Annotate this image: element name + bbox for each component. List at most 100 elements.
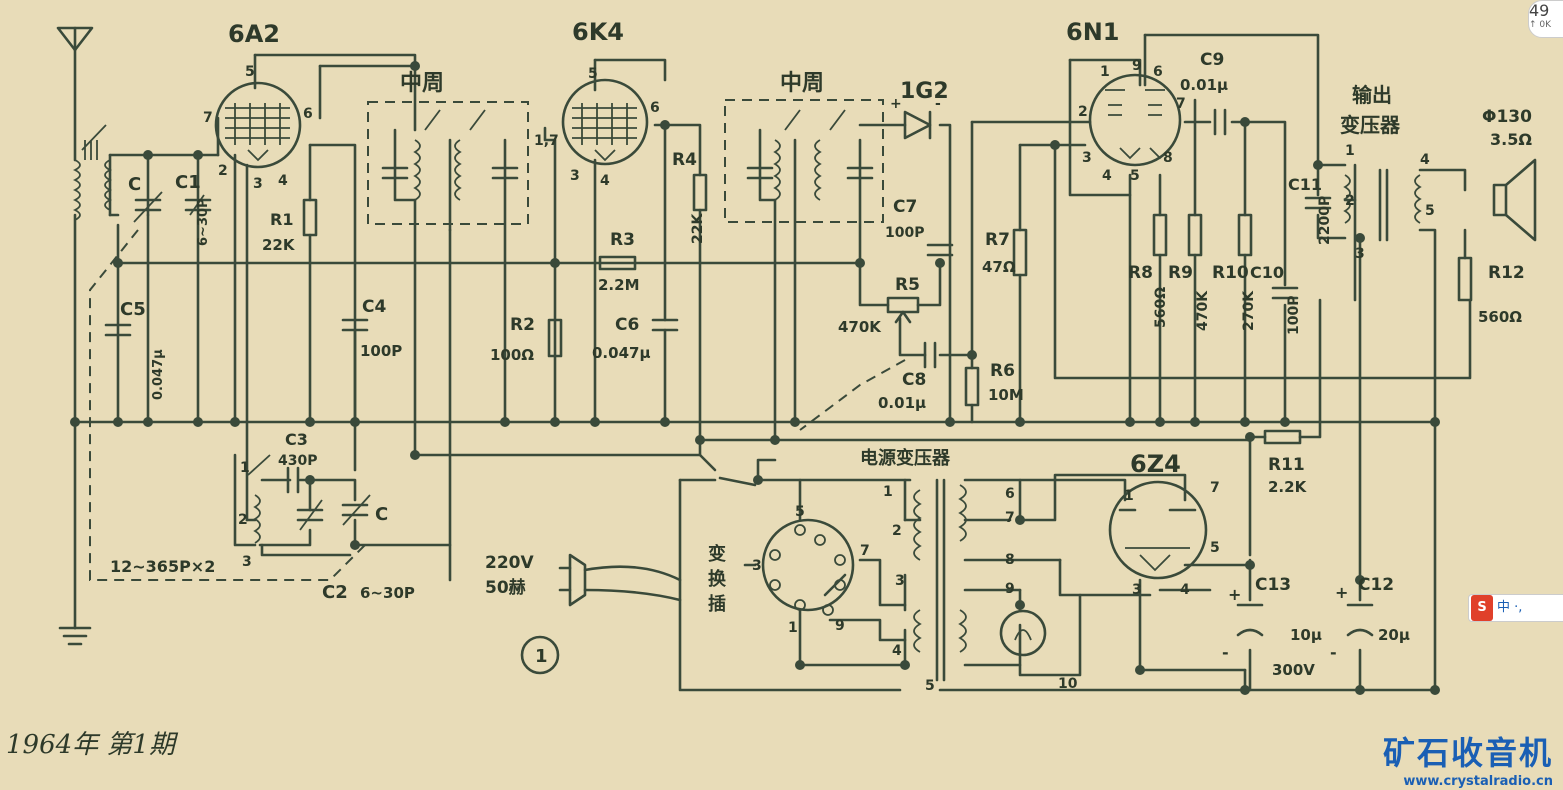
label-c1-value: 6~30P [196,198,211,246]
label-c6: C6 [615,315,639,335]
tuning-capacitor-icon [133,191,212,223]
power-transformer-icon [913,478,967,682]
label-r11: R11 [1268,455,1305,475]
mains-frequency-label: 50赫 [485,577,526,598]
label-r9-value: 470K [1195,290,1211,331]
label-r10-value: 270K [1241,290,1257,331]
pin-v4-3: 3 [1132,582,1142,598]
polarity-plus-c13: + [1228,585,1241,604]
label-r2-value: 100Ω [490,346,534,364]
pin-v3-3: 3 [1082,150,1092,166]
ime-toolbar[interactable]: S 中 ·, [1468,594,1563,622]
label-c5-value: 0.047μ [151,349,166,400]
label-r7: R7 [985,230,1010,250]
label-c8-value: 0.01μ [878,394,926,412]
pin-pt-1: 1 [883,484,893,500]
pin-v1-3: 3 [253,176,263,192]
publication-footer: 1964年 第1期 [6,730,175,760]
label-r5: R5 [895,275,920,295]
pin-v2-5: 5 [588,66,598,82]
label-c12-value: 20μ [1378,626,1410,644]
pin-v3-4: 4 [1102,168,1112,184]
tube-label-6a2: 6A2 [228,20,280,48]
notification-badge[interactable]: 49 ↑ 0K [1528,0,1563,38]
ime-status: 中 ·, [1497,600,1523,615]
resistors [302,173,1473,445]
label-c8: C8 [902,370,926,390]
label-c3: C3 [285,430,308,449]
antenna-coil-icon [72,124,113,221]
label-c: C [128,174,141,195]
label-r4: R4 [672,150,697,170]
power-transformer-label: 电源变压器 [860,447,951,469]
selector-label-1: 变 [708,543,726,565]
output-transformer-label-2: 变压器 [1340,113,1401,137]
pin-osc-2: 2 [238,512,248,528]
label-c4: C4 [362,297,386,317]
output-transformer-label-1: 输出 [1352,83,1392,107]
label-r7-value: 47Ω [982,258,1016,276]
polarity-minus-diode: - [935,96,941,112]
figure-number: 1 [535,646,548,667]
pin-sel-1: 1 [788,620,798,636]
pin-ot-5: 5 [1425,203,1435,219]
label-c13-voltage: 300V [1272,661,1315,679]
pin-sel-7: 7 [860,543,870,559]
label-r8-value: 560Ω [1153,287,1169,328]
tube-6z4-icon [1108,480,1208,580]
pin-v3-6: 6 [1153,64,1163,80]
pin-v2-6: 6 [650,100,660,116]
label-r1: R1 [270,210,293,229]
tube-6k4-icon [561,78,649,166]
polarity-minus-c13: - [1222,643,1229,662]
label-r6: R6 [990,361,1015,381]
pin-v1-5: 5 [245,64,255,80]
label-r6-value: 10M [988,386,1024,404]
mains-plug-icon [558,553,682,607]
diode-1g2-icon [903,110,932,140]
pin-osc-1: 1 [240,460,250,476]
label-c9-value: 0.01μ [1180,76,1228,94]
sogou-ime-icon[interactable]: S [1471,595,1493,621]
pin-v4-5: 5 [1210,540,1220,556]
pin-v3-2: 2 [1078,104,1088,120]
pin-v4-4: 4 [1180,582,1190,598]
pin-pt-2: 2 [892,523,902,539]
pin-v1-4: 4 [278,173,288,189]
pilot-lamp-icon [999,609,1047,657]
selector-label-3: 插 [708,593,726,615]
pin-ot-3: 3 [1355,246,1365,262]
pin-ot-4: 4 [1420,152,1430,168]
label-c1: C1 [175,172,201,193]
label-c11-value: 2200P [1317,196,1333,245]
pin-pt-9: 9 [1005,581,1015,597]
badge-subtext: ↑ 0K [1529,20,1552,30]
label-r9: R9 [1168,263,1193,283]
if-transformer-1-icon [367,101,529,225]
label-r1-value: 22K [262,236,296,254]
brand-name: 矿石收音机 [1382,734,1553,772]
label-r4-value: 22K [690,213,706,244]
label-c7-value: 100P [885,225,924,241]
label-c-osc: C [375,504,388,525]
label-r11-value: 2.2K [1268,478,1308,496]
tube-6n1-icon [1088,73,1182,167]
pin-sel-3: 3 [752,558,762,574]
mains-voltage-label: 220V [485,553,534,573]
pin-pt-10: 10 [1058,676,1078,692]
labels: 6A2 6K4 6N1 6Z4 1G2 中周 中周 输出 变压器 电源变压器 变… [110,18,1532,679]
output-transformer-icon [1343,168,1422,242]
pin-v3-7: 7 [1176,96,1186,112]
junctions [70,61,1440,695]
pin-pt-5: 5 [925,678,935,694]
wiring [70,33,1472,692]
label-gang-capacitor: 12~365P×2 [110,557,215,576]
voltage-selector-icon [761,518,855,616]
label-c7: C7 [893,197,917,217]
tube-label-6n1: 6N1 [1066,18,1119,46]
polarity-plus-c12: + [1335,583,1348,602]
label-r5-value: 470K [838,318,882,336]
tube-label-6z4: 6Z4 [1130,450,1181,478]
if-transformer-2-icon [724,99,884,223]
pin-ot-2: 2 [1345,193,1355,209]
